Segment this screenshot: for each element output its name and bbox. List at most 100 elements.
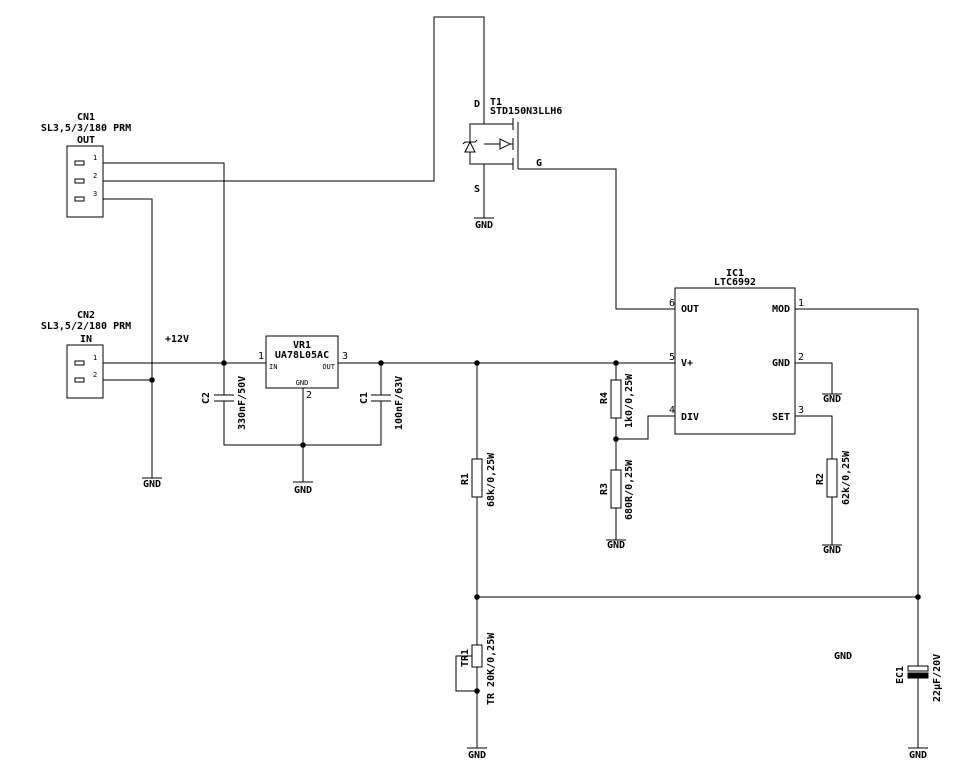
- trimmer-tr1: TR1 TR 20K/0,25W: [460, 632, 497, 705]
- junction: [474, 594, 480, 600]
- ground-symbol-r2: GND: [822, 544, 842, 556]
- ic1-pin-div-num: 4: [669, 405, 675, 416]
- cn1-body: [66, 145, 104, 218]
- ec1-value: 22μF/20V: [932, 654, 943, 702]
- r3-ref: R3: [599, 483, 610, 495]
- r4-body: [610, 379, 622, 419]
- connector-cn1: 1 2 3 CN1 SL3,5/3/180 PRM OUT: [41, 112, 131, 218]
- svg-text:GND: GND: [823, 394, 841, 405]
- vr1-pin-in-num: 1: [258, 351, 264, 362]
- tr1-body: [471, 644, 483, 668]
- t1-diode-leads: [469, 123, 484, 165]
- wire-cn1-pin2-drain: [89, 16, 485, 182]
- r1-value: 68k/0,25W: [486, 452, 497, 507]
- vr1-in-label: IN: [269, 363, 277, 371]
- tr1-ref: TR1: [460, 649, 471, 667]
- c1-value: 100nF/63V: [394, 376, 405, 430]
- svg-text:GND: GND: [143, 479, 161, 490]
- ground-symbol-r3: GND: [606, 539, 626, 551]
- capacitor-ec1: EC1 22μF/20V: [895, 654, 943, 702]
- ic1-pin-mod-num: 1: [798, 298, 804, 309]
- junction: [474, 360, 480, 366]
- vr1-pin-out-num: 3: [342, 351, 348, 362]
- cn2-pin-2: [74, 377, 85, 383]
- wires: [89, 16, 919, 748]
- cn2-pin-1: [74, 360, 85, 366]
- vr1-body: [265, 335, 339, 389]
- svg-text:GND: GND: [468, 750, 486, 761]
- cn2-part: SL3,5/2/180 PRM: [41, 321, 131, 332]
- junction: [915, 594, 921, 600]
- ground-symbol-cn1: GND: [142, 477, 162, 490]
- resistor-r3: R3 680R/0,25W: [599, 459, 635, 520]
- t1-gate-label: G: [536, 158, 542, 169]
- ic1-pin-mod-name: MOD: [772, 304, 790, 315]
- junction: [300, 442, 306, 448]
- ic1-pin-gnd-name: GND: [772, 358, 790, 369]
- cn1-pin-1: [74, 160, 85, 166]
- ic1-part: LTC6992: [714, 277, 756, 288]
- ic1-pin-out-num: 6: [669, 298, 675, 309]
- cn1-ref: CN1: [77, 112, 95, 123]
- junction: [613, 436, 619, 442]
- junction: [613, 360, 619, 366]
- r2-ref: R2: [815, 473, 826, 485]
- junction: [378, 360, 384, 366]
- rail-label-12v: +12V: [165, 334, 189, 345]
- wire-div: [616, 415, 675, 440]
- junction: [221, 360, 227, 366]
- wire-cn1-pin1: [89, 162, 225, 363]
- svg-text:GND: GND: [294, 485, 312, 496]
- t1-drain-label: D: [474, 99, 480, 110]
- r3-value: 680R/0,25W: [624, 459, 635, 520]
- wire-mod: [795, 308, 919, 666]
- ground-symbols: GND GND GND GND GND GND GND GND: [142, 217, 928, 761]
- vr1-pin-gnd-num: 2: [306, 390, 312, 401]
- resistor-r1: R1 68k/0,25W: [460, 452, 497, 507]
- ground-symbol-ic1: GND: [822, 393, 842, 405]
- ground-symbol-vr1: GND: [293, 481, 313, 496]
- wire-out-gate: [518, 168, 675, 310]
- r1-body: [471, 458, 483, 498]
- r2-value: 62k/0,25W: [841, 450, 852, 505]
- ic1-pin-div-name: DIV: [681, 412, 699, 423]
- t1-body-arrow: [499, 138, 512, 150]
- junctions: [149, 360, 921, 694]
- wire-tr1-wiper: [455, 655, 477, 692]
- cn1-label: OUT: [77, 135, 95, 146]
- ec1-plate-top: [907, 665, 929, 672]
- t1-ref: T1: [490, 97, 502, 108]
- r2-body: [826, 458, 838, 498]
- ic1-pin-gnd-num: 2: [798, 352, 804, 363]
- ic1-body: [674, 287, 796, 435]
- r3-body: [610, 469, 622, 509]
- cn1-pin-3: [74, 196, 85, 202]
- ic1-pin-vplus-num: 5: [669, 352, 675, 363]
- cn2-body: [66, 344, 104, 399]
- ground-symbol-t1: GND: [474, 217, 494, 231]
- ic-ic1: IC1 LTC6992 OUT V+ DIV MOD GND SET 6 5 4…: [669, 268, 804, 435]
- resistor-r2: R2 62k/0,25W: [815, 450, 852, 505]
- cn1-pin-2: [74, 178, 85, 184]
- mosfet-t1: D S G T1 STD150N3LLH6: [462, 97, 562, 195]
- t1-diode-bar: [462, 139, 478, 145]
- vr1-ref: VR1: [293, 340, 311, 351]
- tr1-value: TR 20K/0,25W: [486, 632, 497, 705]
- ic1-pin-set-name: SET: [772, 412, 790, 423]
- ic1-pin-set-num: 3: [798, 405, 804, 416]
- resistor-r4: R4 1k0/0,25W: [599, 373, 635, 428]
- wire-ic-gnd: [795, 362, 833, 394]
- vr1-out-label: OUT: [322, 363, 335, 371]
- svg-text:GND: GND: [823, 545, 841, 556]
- junction: [149, 377, 155, 383]
- ground-label-floating: GND: [834, 651, 852, 662]
- vr1-part: UA78L05AC: [275, 350, 329, 361]
- svg-text:GND: GND: [909, 750, 927, 761]
- r1-ref: R1: [460, 473, 471, 485]
- ic1-ref: IC1: [726, 268, 744, 279]
- t1-part: STD150N3LLH6: [490, 106, 562, 117]
- c2-ref: C2: [201, 392, 212, 404]
- t1-source-label: S: [474, 184, 480, 195]
- cn1-pin1-num: 1: [93, 154, 97, 162]
